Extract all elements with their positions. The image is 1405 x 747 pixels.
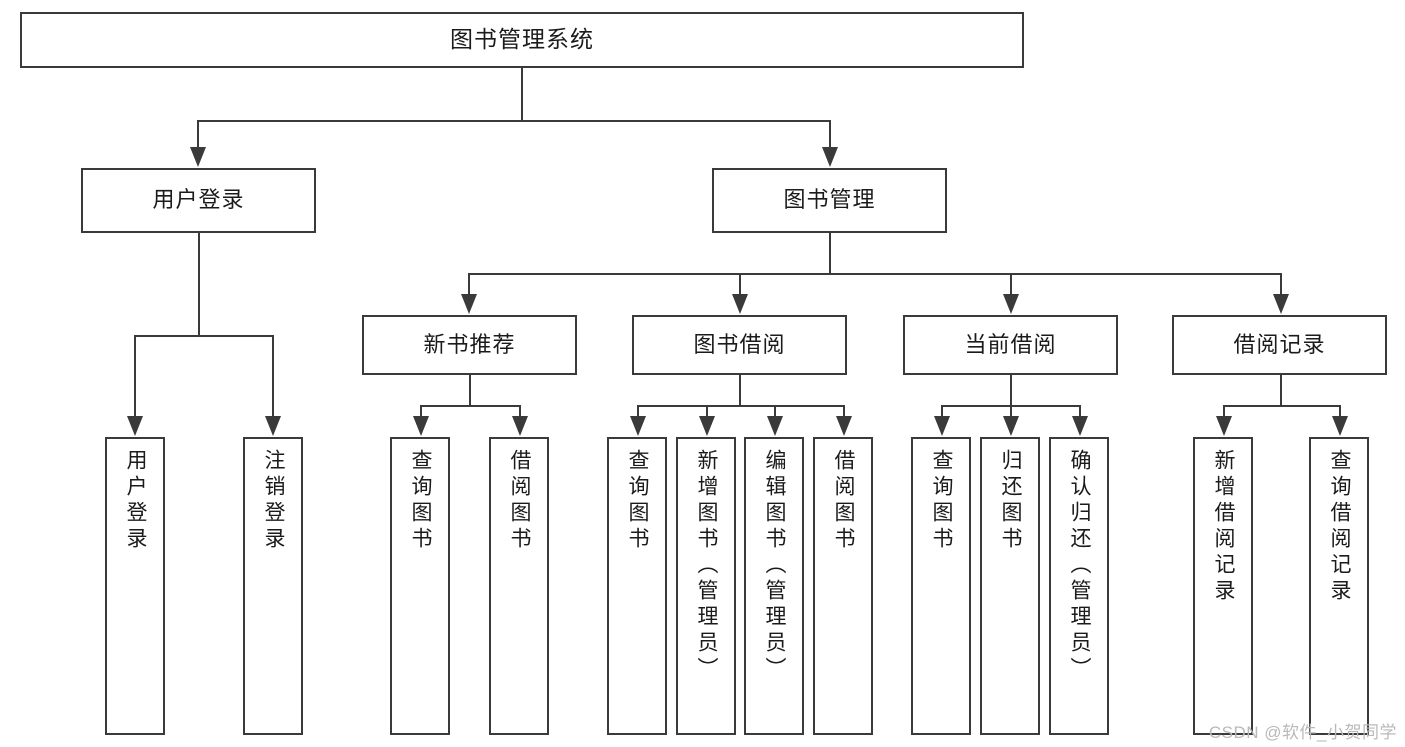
connector-current-to-leaf-1 [941,405,943,417]
connector-rec-to-leaf-1 [420,405,422,417]
leaf-record-query-borrow-record[interactable]: 查询借阅记录 [1309,437,1369,735]
connector-book-manage-bar [468,273,1280,275]
leaf-borrow-query-book[interactable]: 查询图书 [607,437,667,735]
arrowhead-book-manage-record [1273,294,1289,314]
connector-rec-to-leaf-2 [519,405,521,417]
node-new-book-recommend[interactable]: 新书推荐 [362,315,577,375]
connector-user-login-to-leaf-1 [134,335,136,417]
connector-borrow-to-leaf-1 [637,405,639,417]
node-label: 当前借阅 [964,331,1057,357]
arrowhead-root-to-user-login [190,147,206,167]
arrowhead-rec-leaf-2 [512,416,528,436]
connector-user-login-bar [134,335,273,337]
connector-rec-stem [469,375,471,405]
connector-borrow-stem [739,375,741,405]
connector-current-to-leaf-3 [1079,405,1081,417]
node-label: 新书推荐 [423,331,516,357]
node-label: 图书借阅 [693,331,786,357]
node-label: 图书管理系统 [450,26,594,53]
node-label: 新增借阅记录 [1212,449,1236,605]
node-label: 借阅图书 [508,449,532,553]
connector-root-to-user-login [197,120,199,148]
connector-user-login-to-leaf-2 [272,335,274,417]
connector-book-manage-stem [829,233,831,273]
node-label: 归还图书 [999,449,1023,553]
arrowhead-borrow-leaf-1 [630,416,646,436]
node-label: 编辑图书（管理员） [763,449,787,683]
connector-borrow-to-leaf-2 [706,405,708,417]
arrowhead-book-manage-borrow [732,294,748,314]
leaf-rec-borrow-book[interactable]: 借阅图书 [489,437,549,735]
node-label: 图书管理 [783,187,876,213]
leaf-user-login[interactable]: 用户登录 [105,437,165,735]
node-label: 借阅记录 [1233,331,1326,357]
connector-borrow-to-leaf-3 [774,405,776,417]
arrowhead-record-leaf-2 [1332,416,1348,436]
connector-record-stem [1280,375,1282,405]
arrowhead-rec-leaf-1 [413,416,429,436]
arrowhead-book-manage-rec [461,294,477,314]
arrowhead-borrow-leaf-4 [836,416,852,436]
arrowhead-current-leaf-2 [1003,416,1019,436]
node-label: 确认归还（管理员） [1068,449,1092,683]
leaf-borrow-borrow-book[interactable]: 借阅图书 [813,437,873,735]
node-label: 借阅图书 [832,449,856,553]
node-current-borrow[interactable]: 当前借阅 [903,315,1118,375]
leaf-rec-query-book[interactable]: 查询图书 [390,437,450,735]
arrowhead-user-login-leaf-2 [265,416,281,436]
node-label: 查询图书 [626,449,650,553]
node-user-login[interactable]: 用户登录 [81,168,316,233]
connector-record-bar [1223,405,1340,407]
leaf-current-return-book[interactable]: 归还图书 [980,437,1040,735]
node-book-management[interactable]: 图书管理 [712,168,947,233]
node-label: 查询图书 [409,449,433,553]
arrowhead-borrow-leaf-2 [699,416,715,436]
node-label: 查询图书 [930,449,954,553]
arrowhead-current-leaf-3 [1072,416,1088,436]
node-label: 查询借阅记录 [1328,449,1352,605]
connector-current-to-leaf-2 [1010,405,1012,417]
arrowhead-root-to-book-manage [822,147,838,167]
arrowhead-user-login-leaf-1 [127,416,143,436]
connector-record-to-leaf-2 [1339,405,1341,417]
node-root-book-management-system[interactable]: 图书管理系统 [20,12,1024,68]
connector-current-stem [1010,375,1012,405]
connector-borrow-to-leaf-4 [843,405,845,417]
node-label: 新增图书（管理员） [695,449,719,683]
connector-book-manage-to-current [1010,273,1012,295]
connector-book-manage-to-borrow [739,273,741,295]
node-label: 注销登录 [262,449,286,553]
leaf-borrow-add-book-admin[interactable]: 新增图书（管理员） [676,437,736,735]
leaf-record-add-borrow-record[interactable]: 新增借阅记录 [1193,437,1253,735]
node-borrow-record[interactable]: 借阅记录 [1172,315,1387,375]
leaf-logout-login[interactable]: 注销登录 [243,437,303,735]
node-label: 用户登录 [152,187,245,213]
connector-borrow-bar [637,405,845,407]
arrowhead-borrow-leaf-3 [767,416,783,436]
node-book-borrow[interactable]: 图书借阅 [632,315,847,375]
leaf-current-query-book[interactable]: 查询图书 [911,437,971,735]
connector-book-manage-to-record [1280,273,1282,295]
node-label: 用户登录 [124,449,148,553]
arrowhead-book-manage-current [1003,294,1019,314]
leaf-current-confirm-return-admin[interactable]: 确认归还（管理员） [1049,437,1109,735]
connector-rec-bar [420,405,520,407]
connector-root-to-book-manage [829,120,831,148]
connector-book-manage-to-rec [468,273,470,295]
connector-root-bar [197,120,829,122]
leaf-borrow-edit-book-admin[interactable]: 编辑图书（管理员） [744,437,804,735]
connector-user-login-stem [198,233,200,335]
csdn-watermark: CSDN @软件_小贺同学 [1208,723,1397,742]
arrowhead-record-leaf-1 [1216,416,1232,436]
connector-root-stem [521,68,523,120]
connector-record-to-leaf-1 [1223,405,1225,417]
arrowhead-current-leaf-1 [934,416,950,436]
